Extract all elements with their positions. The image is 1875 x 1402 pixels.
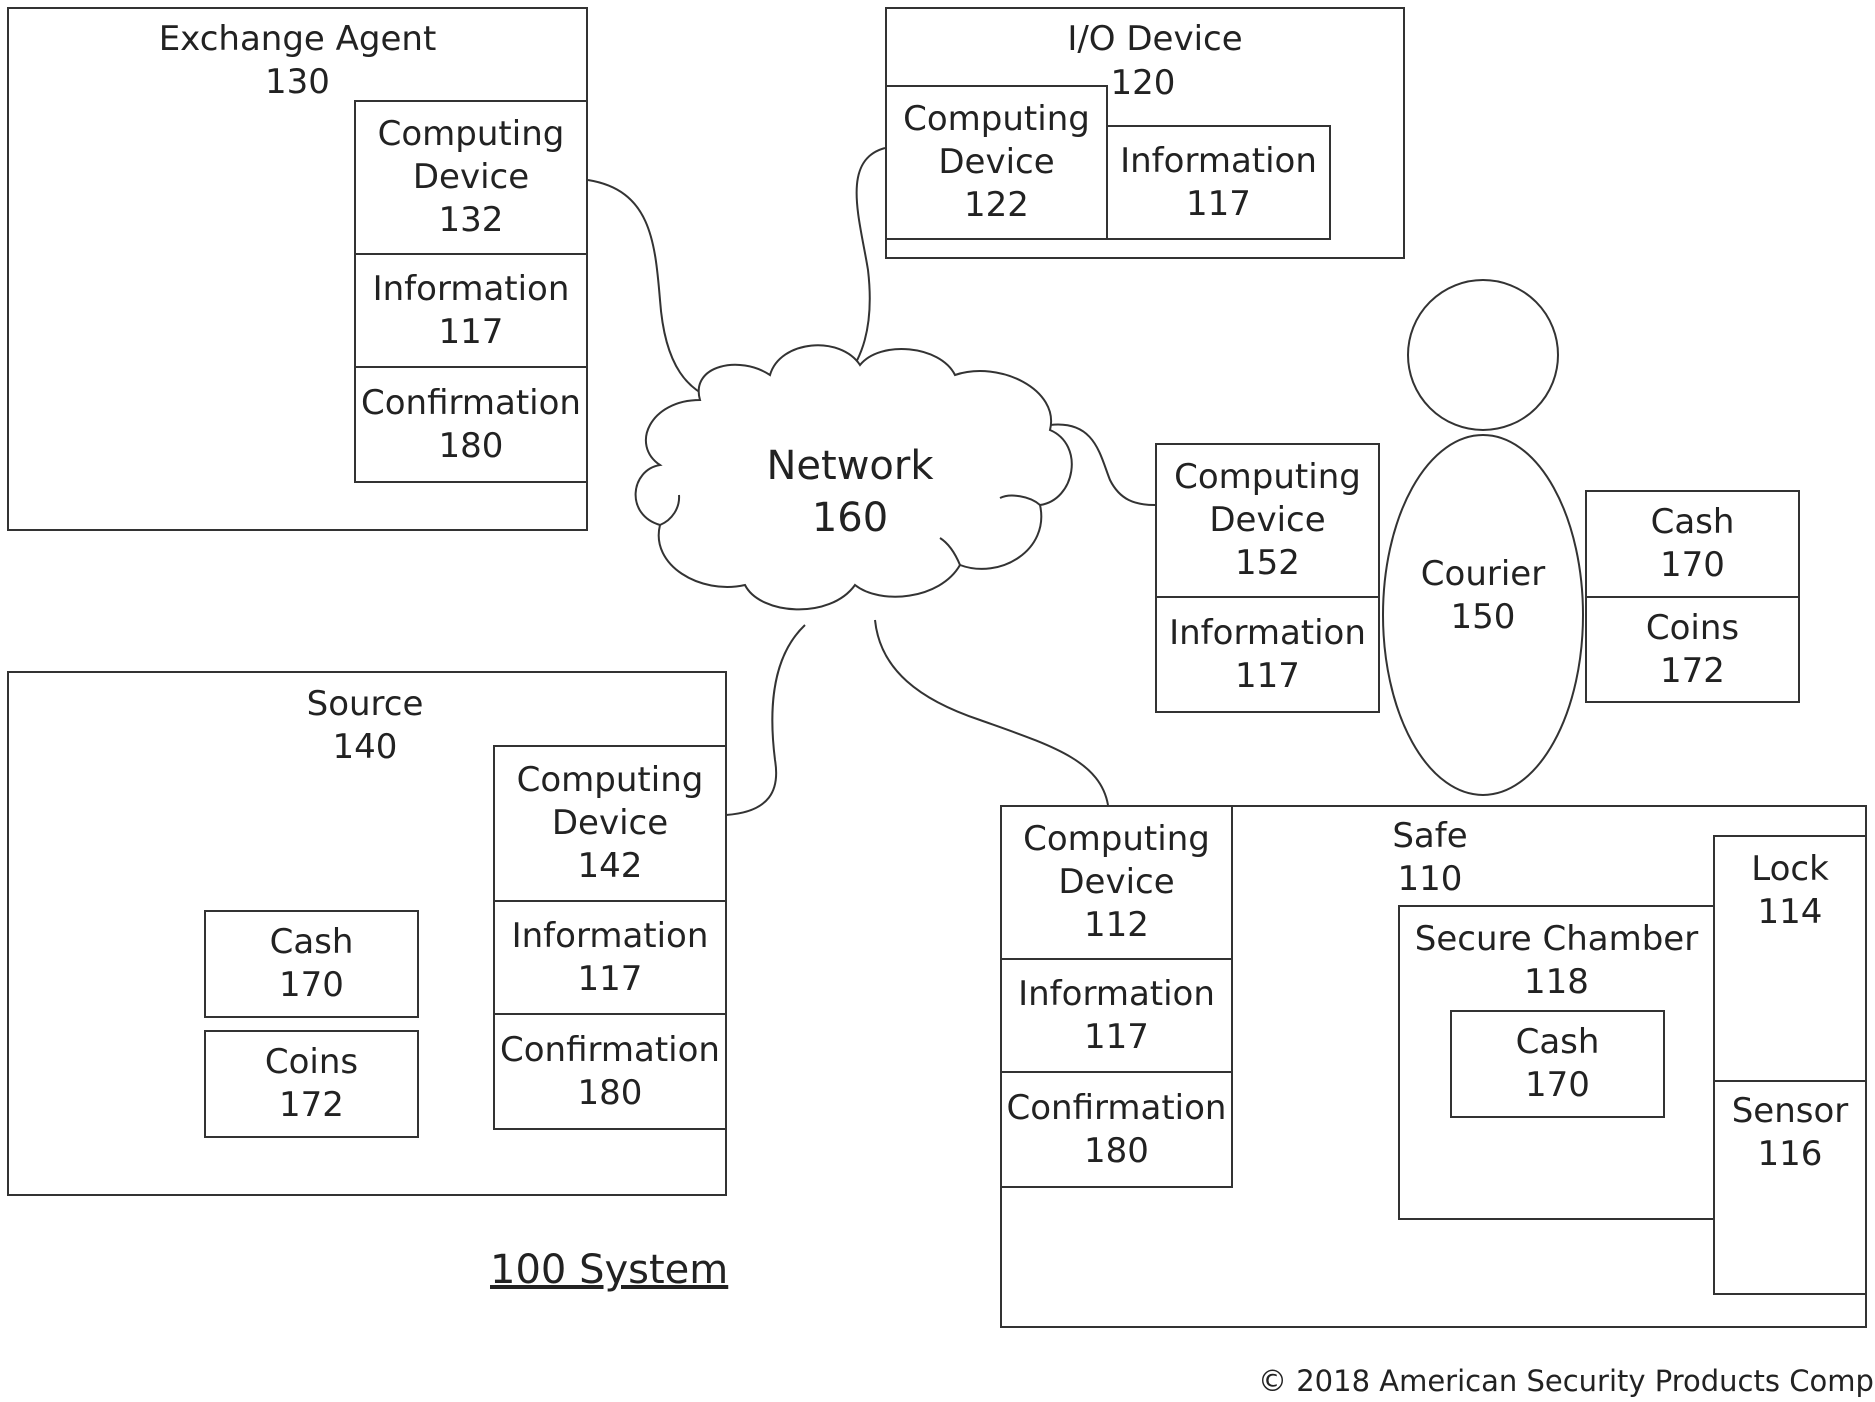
lock-name: Lock [1713, 848, 1867, 891]
node-ref: 117 [439, 311, 504, 354]
node-label-line1: Computing [903, 98, 1090, 141]
exchange-information: Information 117 [354, 253, 588, 368]
node-label-line2: Device [552, 802, 668, 845]
io-computing-device: Computing Device 122 [885, 85, 1108, 240]
network-name: Network [745, 440, 955, 492]
io-device-ref-text: 120 [1108, 62, 1178, 105]
node-label-line1: Computing [1023, 818, 1210, 861]
source-cash: Cash 170 [204, 910, 419, 1018]
source-computing-device: Computing Device 142 [493, 745, 727, 902]
node-ref: 172 [1660, 650, 1725, 693]
node-label-line2: Device [1209, 499, 1325, 542]
node-ref: 112 [1084, 904, 1149, 947]
exchange-agent-ref: 130 [150, 61, 445, 104]
source-confirmation: Confirmation 180 [493, 1013, 727, 1130]
node-label-line1: Computing [517, 759, 704, 802]
safe-title: Safe 110 [1360, 815, 1500, 901]
exchange-agent-title: Exchange Agent 130 [150, 18, 445, 104]
figure-caption: 100 System [490, 1247, 728, 1293]
source-name: Source [290, 683, 440, 726]
source-information: Information 117 [493, 900, 727, 1015]
source-coins: Coins 172 [204, 1030, 419, 1138]
network-ref: 160 [745, 492, 955, 544]
node-ref: 170 [279, 964, 344, 1007]
node-ref: 172 [279, 1084, 344, 1127]
secure-chamber-title: Secure Chamber 118 [1410, 918, 1703, 1004]
courier-cash: Cash 170 [1585, 490, 1800, 598]
safe-computing-device: Computing Device 112 [1000, 805, 1233, 960]
node-label: Cash [1651, 501, 1735, 544]
link-safe-network [875, 620, 1108, 805]
node-ref: 132 [439, 199, 504, 242]
node-label: Information [1169, 612, 1366, 655]
node-ref: 180 [578, 1072, 643, 1115]
node-ref: 180 [439, 425, 504, 468]
node-ref: 152 [1235, 542, 1300, 585]
link-source-network [726, 625, 805, 815]
node-ref: 117 [1084, 1016, 1149, 1059]
node-label: Confirmation [1007, 1087, 1227, 1130]
node-ref: 170 [1660, 544, 1725, 587]
node-ref: 117 [1235, 655, 1300, 698]
node-label: Cash [270, 921, 354, 964]
safe-name: Safe [1360, 815, 1500, 858]
safe-confirmation: Confirmation 180 [1000, 1071, 1233, 1188]
node-label-line2: Device [1058, 861, 1174, 904]
source-ref: 140 [290, 726, 440, 769]
node-label-line1: Computing [378, 113, 565, 156]
source-title: Source 140 [290, 683, 440, 769]
io-information: Information 117 [1106, 125, 1331, 240]
exchange-agent-name: Exchange Agent [150, 18, 445, 61]
node-label: Coins [265, 1041, 358, 1084]
sensor-ref: 116 [1713, 1133, 1867, 1176]
secure-chamber-ref: 118 [1410, 961, 1703, 1004]
node-ref: 117 [1186, 183, 1251, 226]
node-label-line1: Computing [1174, 456, 1361, 499]
courier-information: Information 117 [1155, 596, 1380, 713]
sensor-name: Sensor [1713, 1090, 1867, 1133]
node-label-line2: Device [938, 141, 1054, 184]
node-label: Information [1120, 140, 1317, 183]
lock-sensor-divider [1713, 1080, 1867, 1082]
node-ref: 142 [578, 845, 643, 888]
node-ref: 122 [964, 184, 1029, 227]
courier-head [1408, 280, 1558, 430]
node-label: Confirmation [361, 382, 581, 425]
io-device-title: I/O Device [1040, 18, 1270, 61]
courier-computing-device: Computing Device 152 [1155, 443, 1380, 598]
node-label: Coins [1646, 607, 1739, 650]
courier-name: Courier [1393, 553, 1573, 596]
safe-ref: 110 [1360, 858, 1500, 901]
safe-information: Information 117 [1000, 958, 1233, 1073]
node-label: Information [1018, 973, 1215, 1016]
courier-label: Courier 150 [1393, 553, 1573, 639]
courier-ref: 150 [1393, 596, 1573, 639]
node-label: Information [512, 915, 709, 958]
copyright-notice: © 2018 American Security Products Compan… [1258, 1364, 1875, 1398]
lock-label: Lock 114 [1713, 848, 1867, 934]
sensor-label: Sensor 116 [1713, 1090, 1867, 1176]
exchange-confirmation: Confirmation 180 [354, 366, 588, 483]
node-label: Confirmation [500, 1029, 720, 1072]
io-device-ref: 120 [1108, 62, 1178, 105]
courier-coins: Coins 172 [1585, 596, 1800, 703]
node-label-line2: Device [413, 156, 529, 199]
node-label: Cash [1516, 1021, 1600, 1064]
link-exchange-network [588, 180, 715, 400]
exchange-computing-device: Computing Device 132 [354, 100, 588, 255]
io-device-name: I/O Device [1040, 18, 1270, 61]
node-ref: 180 [1084, 1130, 1149, 1173]
node-ref: 117 [578, 958, 643, 1001]
chamber-cash: Cash 170 [1450, 1010, 1665, 1118]
lock-ref: 114 [1713, 891, 1867, 934]
node-ref: 170 [1525, 1064, 1590, 1107]
secure-chamber-name: Secure Chamber [1410, 918, 1703, 961]
link-io-network [845, 148, 885, 380]
node-label: Information [373, 268, 570, 311]
network-label: Network 160 [745, 440, 955, 544]
